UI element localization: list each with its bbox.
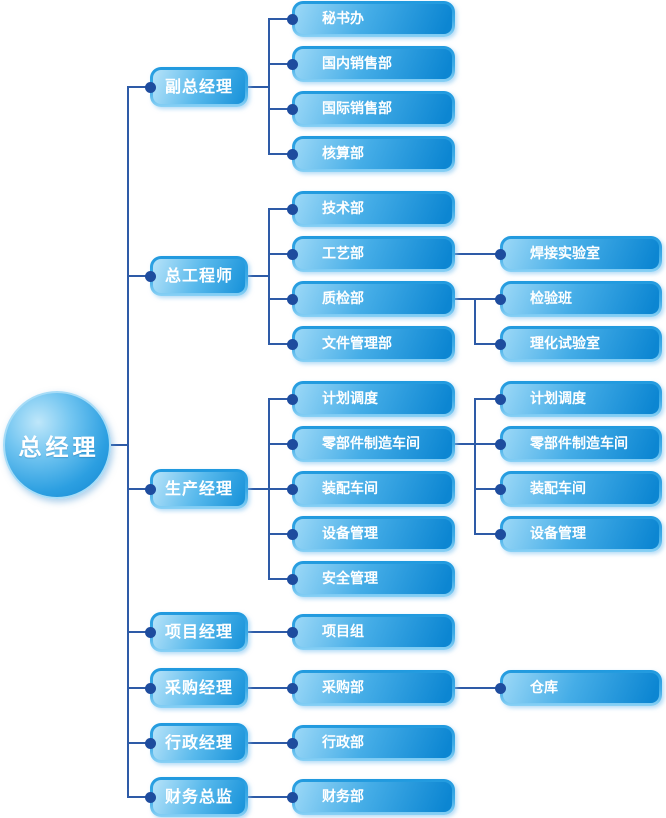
node-assembly-workshop-sub: 装配车间 xyxy=(495,471,662,507)
node-safety-management: 安全管理 xyxy=(287,561,455,597)
connector-line xyxy=(268,488,293,490)
node-international-sales-dept: 国际销售部 xyxy=(287,91,455,127)
node-secretary-office: 秘书办 xyxy=(287,1,455,37)
node-planning-dispatch-sub: 计划调度 xyxy=(495,381,662,417)
connector-line xyxy=(474,488,501,490)
node-inspection-team: 检验班 xyxy=(495,281,662,317)
node-project-manager: 项目经理 xyxy=(145,612,248,652)
connector-line xyxy=(248,631,293,633)
connector-line xyxy=(474,298,476,345)
connector-line-root xyxy=(111,444,128,446)
connector-line xyxy=(268,398,293,400)
connector-line xyxy=(455,253,501,255)
connector-line xyxy=(474,343,501,345)
node-planning-dispatch: 计划调度 xyxy=(287,381,455,417)
connector-line xyxy=(455,687,501,689)
node-procurement-dept: 采购部 xyxy=(287,670,455,706)
connector-line xyxy=(248,275,269,277)
node-quality-inspection-dept: 质检部 xyxy=(287,281,455,317)
connector-line xyxy=(268,533,293,535)
connector-line xyxy=(268,208,270,345)
connector-line xyxy=(268,108,293,110)
node-project-team: 项目组 xyxy=(287,614,455,650)
connector-line xyxy=(127,742,151,744)
node-admin-manager: 行政经理 xyxy=(145,723,248,763)
connector-line xyxy=(127,631,151,633)
node-procurement-manager: 采购经理 xyxy=(145,668,248,708)
node-process-dept: 工艺部 xyxy=(287,236,455,272)
connector-line xyxy=(474,533,501,535)
node-equipment-management-sub: 设备管理 xyxy=(495,516,662,552)
node-equipment-management: 设备管理 xyxy=(287,516,455,552)
node-chief-engineer: 总工程师 xyxy=(145,256,248,296)
connector-line xyxy=(455,298,501,300)
connector-line xyxy=(127,275,151,277)
connector-line xyxy=(248,86,269,88)
connector-line xyxy=(474,398,476,535)
node-warehouse: 仓库 xyxy=(495,670,662,706)
node-finance-dept: 财务部 xyxy=(287,779,455,815)
connector-line xyxy=(127,86,151,88)
connector-line xyxy=(127,796,151,798)
connector-line xyxy=(127,488,151,490)
connector-line xyxy=(248,742,293,744)
node-parts-manufacturing-workshop: 零部件制造车间 xyxy=(287,426,455,462)
connector-line xyxy=(268,208,293,210)
connector-line xyxy=(268,298,293,300)
connector-line xyxy=(268,18,293,20)
connector-line xyxy=(268,18,270,155)
connector-line xyxy=(248,488,269,490)
node-document-management-dept: 文件管理部 xyxy=(287,326,455,362)
node-accounting-dept: 核算部 xyxy=(287,136,455,172)
connector-line xyxy=(268,63,293,65)
node-finance-director: 财务总监 xyxy=(145,777,248,817)
node-technology-dept: 技术部 xyxy=(287,191,455,227)
node-parts-manufacturing-workshop-sub: 零部件制造车间 xyxy=(495,426,662,462)
node-admin-dept: 行政部 xyxy=(287,725,455,761)
node-domestic-sales-dept: 国内销售部 xyxy=(287,46,455,82)
node-assembly-workshop: 装配车间 xyxy=(287,471,455,507)
node-physical-chemical-lab: 理化试验室 xyxy=(495,326,662,362)
connector-line xyxy=(474,398,501,400)
node-production-manager: 生产经理 xyxy=(145,469,248,509)
connector-line xyxy=(248,796,293,798)
connector-line xyxy=(455,443,501,445)
connector-line xyxy=(268,443,293,445)
node-deputy-general-manager: 副总经理 xyxy=(145,67,248,107)
node-general-manager: 总经理 xyxy=(3,391,111,499)
connector-line xyxy=(127,687,151,689)
connector-line xyxy=(248,687,293,689)
connector-trunk-line xyxy=(127,86,129,798)
connector-line xyxy=(268,253,293,255)
connector-line xyxy=(268,578,293,580)
connector-line xyxy=(268,343,293,345)
connector-line xyxy=(268,153,293,155)
node-welding-lab: 焊接实验室 xyxy=(495,236,662,272)
